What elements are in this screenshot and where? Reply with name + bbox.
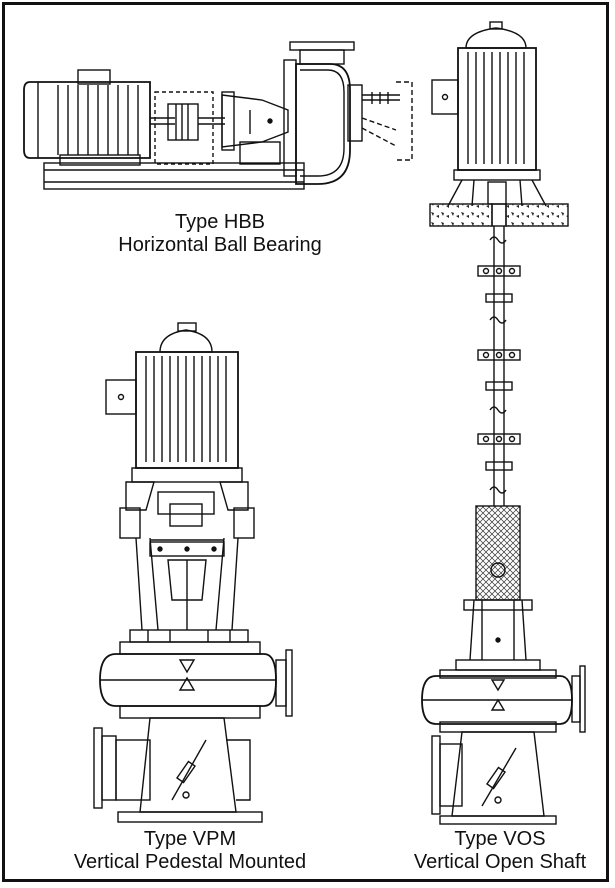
vos-motor-fins	[467, 52, 525, 164]
hbb-motor-fins	[57, 85, 139, 155]
caption-vos-type: Type VOS	[454, 828, 546, 850]
caption-vpm: Type VPM Vertical Pedestal Mounted	[10, 828, 370, 874]
vos-pump-drawing	[421, 21, 586, 825]
hbb-pump-drawing	[23, 41, 413, 190]
caption-vos: Type VOS Vertical Open Shaft	[395, 828, 605, 874]
caption-hbb-description: Horizontal Ball Bearing	[118, 234, 322, 256]
vos-shaft	[477, 226, 521, 506]
caption-vos-description: Vertical Open Shaft	[413, 851, 587, 873]
vpm-motor-fins	[145, 356, 227, 462]
caption-vpm-description: Vertical Pedestal Mounted	[73, 851, 307, 873]
caption-hbb: Type HBB Horizontal Ball Bearing	[60, 211, 380, 257]
caption-hbb-type: Type HBB	[174, 211, 266, 233]
caption-vpm-type: Type VPM	[143, 828, 237, 850]
vpm-pump-drawing	[93, 322, 293, 823]
